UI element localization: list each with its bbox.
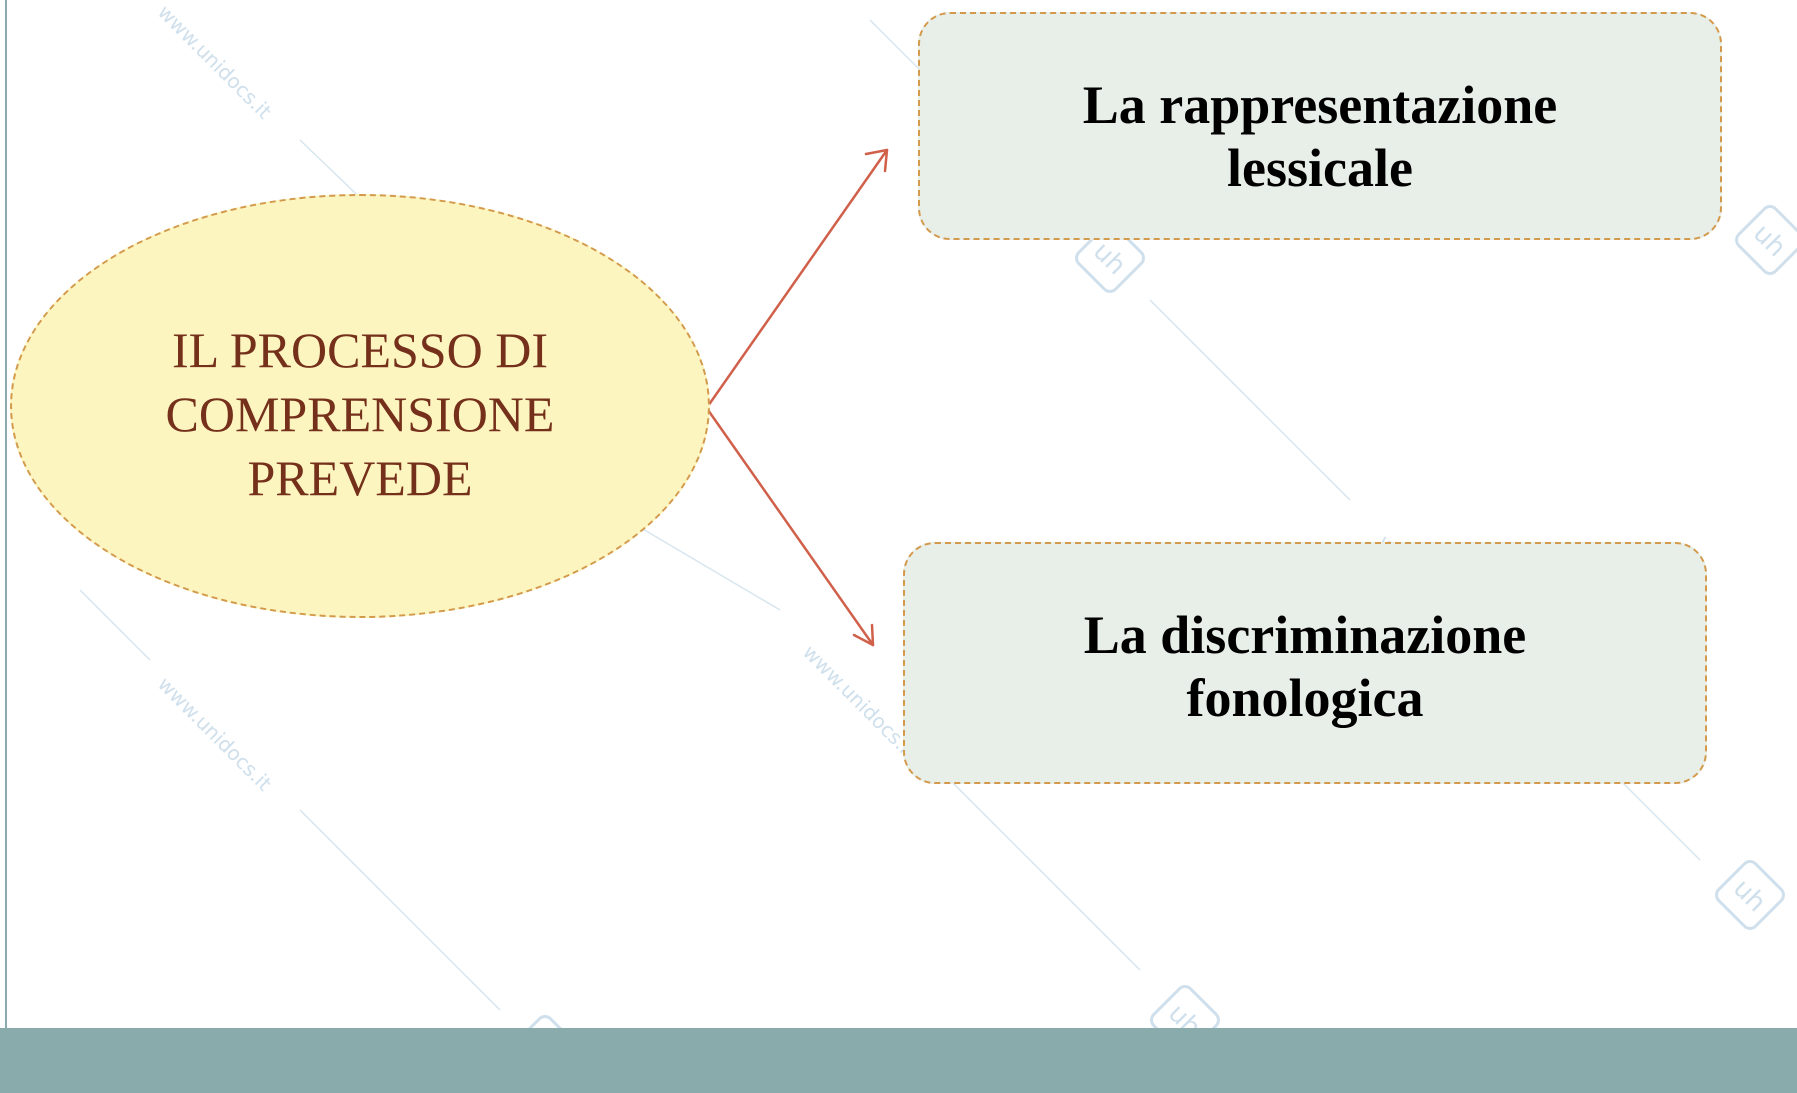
node-phonological-discrimination: La discriminazione fonologica bbox=[903, 542, 1707, 784]
left-edge-rule bbox=[5, 0, 7, 1030]
arrow-to-phonological bbox=[706, 408, 875, 647]
node-lexical-label: La rappresentazione lessicale bbox=[1082, 75, 1558, 198]
node-phonological-label: La discriminazione fonologica bbox=[1083, 605, 1527, 728]
arrowhead-phonological bbox=[852, 623, 875, 647]
node-lexical-representation: La rappresentazione lessicale bbox=[918, 12, 1722, 240]
watermark-text: www.unidocs.it bbox=[153, 0, 277, 124]
central-node-label: IL PROCESSO DI COMPRENSIONE PREVEDE bbox=[165, 322, 555, 506]
footer-band bbox=[0, 1028, 1797, 1093]
svg-text:uh: uh bbox=[1747, 218, 1792, 263]
watermark-text: www.unidocs.it bbox=[153, 672, 277, 796]
svg-text:uh: uh bbox=[1087, 236, 1132, 281]
svg-text:uh: uh bbox=[1727, 873, 1772, 918]
arrowhead-lexical bbox=[864, 148, 889, 173]
central-ellipse-node: IL PROCESSO DI COMPRENSIONE PREVEDE bbox=[10, 194, 710, 618]
arrow-to-lexical bbox=[706, 148, 889, 408]
